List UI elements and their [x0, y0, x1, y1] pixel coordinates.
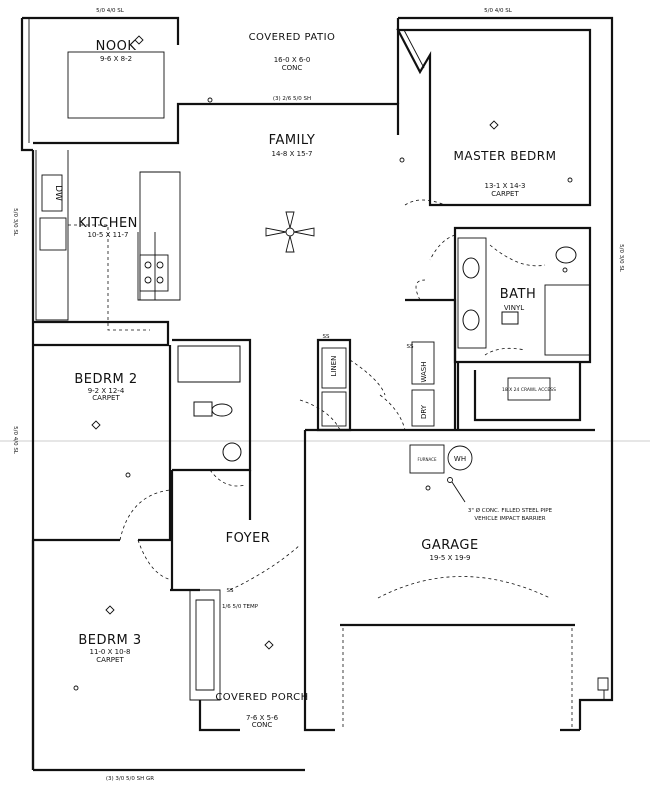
nook-label: NOOK — [96, 39, 137, 54]
foyer-wall — [170, 470, 252, 590]
window-label-bedrm3: (3) 3/0 5/0 SH GR — [106, 776, 154, 782]
window-label-master: 5/0 4/0 SL — [484, 8, 513, 14]
nook-table — [67, 51, 165, 119]
kitchen-label: KITCHEN — [78, 216, 138, 231]
nook-dim: 9-6 X 8-2 — [100, 55, 132, 63]
master-bath — [453, 226, 592, 364]
bedrm2-walls — [33, 345, 172, 542]
master-dim: 13-1 X 14-3 — [484, 182, 525, 190]
master-bay — [396, 28, 592, 207]
garage-exterior-fixture — [597, 677, 609, 700]
patio-dim: 16-0 X 6-0 — [274, 56, 311, 64]
window-label-kitchen: 5/0 3/0 SL — [12, 208, 18, 237]
patio-label: COVERED PATIO — [249, 32, 336, 43]
bedrm3-label: BEDRM 3 — [78, 633, 141, 648]
patio-note: CONC — [282, 64, 303, 72]
barrier-label-2: VEHICLE IMPACT BARRIER — [474, 516, 545, 522]
coat-closet — [189, 589, 221, 701]
crawl-access — [507, 377, 551, 401]
furnace — [409, 444, 445, 474]
garage-dim: 19-5 X 19-9 — [429, 554, 470, 562]
wh-label: WH — [454, 455, 466, 463]
garage-door — [340, 576, 575, 730]
wash-label: WASH — [420, 361, 428, 382]
bedrm2-label: BEDRM 2 — [74, 372, 137, 387]
furnace-label: FURNACE — [418, 457, 437, 462]
linen-label: LINEN — [330, 356, 338, 377]
window-marks — [32, 17, 613, 771]
bedrm2-dim: 9-2 X 12-4 — [88, 387, 125, 395]
porch-label: COVERED PORCH — [215, 692, 308, 703]
window-label-nook: 5/0 4/0 SL — [96, 8, 125, 14]
kitchen-dim: 10-5 X 11-7 — [87, 231, 128, 239]
bath-label: BATH — [500, 287, 537, 302]
bedrm2-note: CARPET — [92, 394, 120, 402]
family-label: FAMILY — [269, 133, 316, 148]
ceiling-fan-icon — [265, 211, 315, 253]
bath-note: VINYL — [504, 304, 524, 312]
light-fixtures — [73, 35, 573, 691]
door-swings — [119, 199, 546, 591]
window-label-family: (3) 2/6 5/0 SH — [273, 96, 311, 102]
master-note: CARPET — [491, 190, 519, 198]
barrier-label-1: 3" Ø CONC. FILLED STEEL PIPE — [468, 507, 553, 514]
kitchen-counters — [35, 150, 181, 331]
kitchen-sink — [39, 217, 67, 251]
bedrm3-note: CARPET — [96, 656, 124, 664]
window-label-bedrm2: 5/0 4/0 SL — [12, 426, 18, 455]
porch-dim: 7-6 X 5-6 — [246, 714, 279, 722]
hall-bath — [172, 338, 252, 472]
impact-barrier-leader — [451, 481, 466, 503]
foyer-label: FOYER — [226, 531, 271, 546]
bedrm3-dim: 11-0 X 10-8 — [89, 648, 130, 656]
garage-label: GARAGE — [421, 538, 478, 553]
crawl-space-wall — [456, 362, 582, 430]
linen-closet — [316, 338, 352, 432]
porch-note: CONC — [252, 721, 273, 729]
temp-door-label: 1/6 5/0 TEMP — [222, 604, 259, 610]
window-label-master-side: 5/0 3/0 SL — [618, 244, 624, 273]
dw-label: DW — [53, 185, 63, 201]
crawl-access-label: 18 X 24 CRAWL ACCESS — [502, 387, 556, 393]
impact-barrier-pipe — [447, 477, 453, 483]
family-dim: 14-8 X 15-7 — [271, 150, 312, 158]
bedrm3-walls — [31, 540, 240, 770]
ss-label-2: SS — [407, 344, 414, 350]
laundry — [405, 298, 457, 430]
water-heater — [447, 445, 473, 471]
ss-label-3: SS — [227, 588, 234, 594]
ss-label-1: SS — [323, 334, 330, 340]
dry-label: DRY — [420, 404, 428, 419]
dishwasher — [41, 174, 63, 212]
master-label: MASTER BEDRM — [454, 149, 557, 163]
kitchen-bedrm2-wall — [33, 320, 170, 347]
